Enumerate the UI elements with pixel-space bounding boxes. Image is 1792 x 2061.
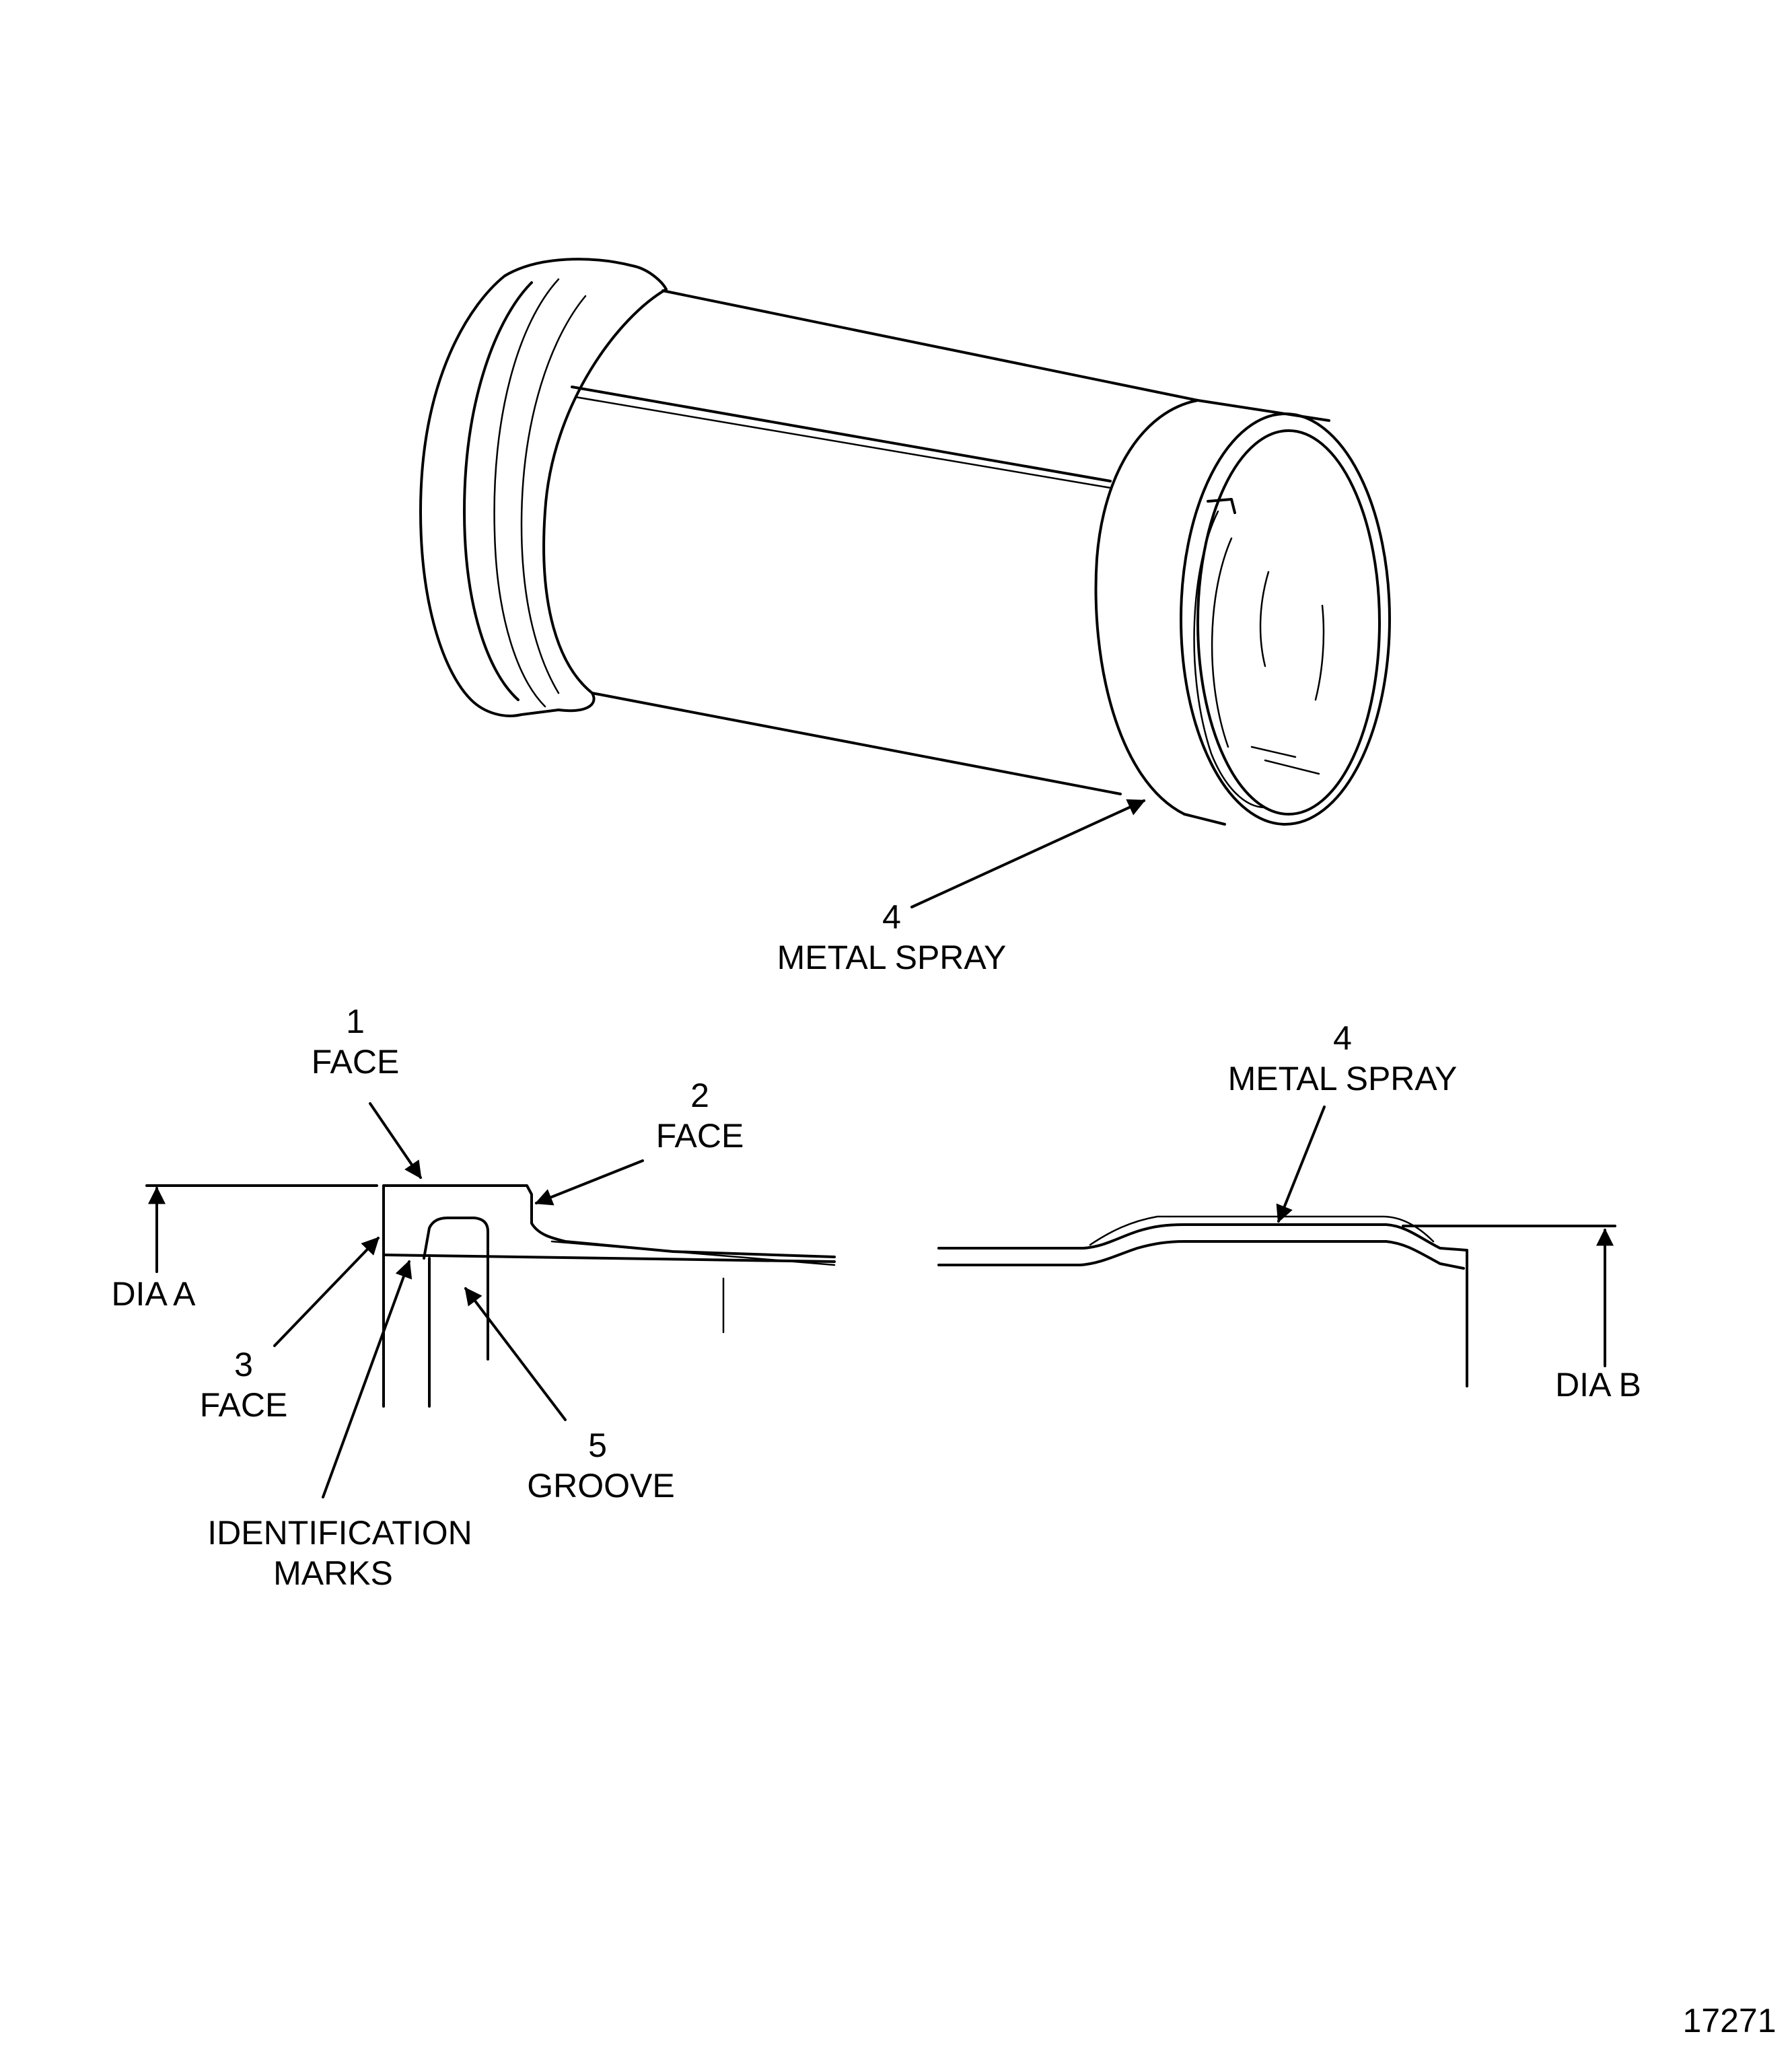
callout-groove: 5 GROOVE	[464, 1287, 675, 1505]
leader-arrow	[369, 1102, 422, 1180]
left-flange-inner-2	[493, 278, 560, 708]
right-end-opening-outer	[1180, 412, 1391, 826]
dia-b-label: DIA B	[1555, 1366, 1641, 1404]
interior-shade-1	[1259, 571, 1270, 667]
callout-line-2: MARKS	[273, 1554, 393, 1592]
callout-label: FACE	[656, 1117, 744, 1155]
right-end-opening-inner-2	[1211, 537, 1233, 748]
metal-spray-layer	[1089, 1215, 1435, 1246]
barrel-bottom-edge	[591, 692, 1122, 795]
callout-identification-marks: IDENTIFICATION MARKS	[207, 1260, 472, 1592]
callout-label: METAL SPRAY	[777, 939, 1007, 976]
callout-face-3: 3 FACE	[200, 1237, 380, 1424]
barrel-left-inner	[520, 295, 587, 694]
interior-shade-4	[1250, 746, 1297, 758]
left-flange-top	[503, 258, 668, 291]
callout-label: METAL SPRAY	[1228, 1060, 1458, 1097]
barrel-oil-groove	[571, 386, 1112, 482]
right-section-detail: DIA B	[937, 1215, 1641, 1404]
right-profile-bottom	[937, 1240, 1465, 1270]
callout-detail-metal-spray: 4 METAL SPRAY	[1228, 1019, 1458, 1223]
callout-number: 4	[1333, 1019, 1352, 1057]
right-end-opening-inner	[1193, 510, 1266, 809]
callout-face-2: 2 FACE	[534, 1077, 744, 1206]
callout-number: 5	[588, 1426, 607, 1464]
leader-arrow	[273, 1237, 380, 1347]
callout-face-1: 1 FACE	[312, 1003, 422, 1180]
callout-number: 3	[234, 1346, 253, 1383]
flange-base-line	[382, 1254, 836, 1263]
right-end-opening-mid	[1196, 429, 1381, 816]
barrel-oil-groove-2	[574, 396, 1112, 489]
callout-label: GROOVE	[527, 1467, 674, 1505]
callout-top-metal-spray: 4 METAL SPRAY	[777, 799, 1146, 976]
leader-arrow	[534, 1159, 644, 1206]
right-collar-band-bottom	[1183, 813, 1226, 826]
figure-number: 17271	[1682, 2002, 1776, 2039]
left-flange-inner	[463, 281, 533, 701]
right-collar-outer	[1094, 399, 1199, 816]
flange-profile	[382, 1184, 836, 1258]
left-flange-outer	[419, 275, 596, 717]
interior-shade-3	[1264, 759, 1320, 775]
callout-label: FACE	[200, 1386, 288, 1424]
leader-arrow	[910, 799, 1146, 908]
callout-line-1: IDENTIFICATION	[207, 1514, 472, 1552]
dia-a-label: DIA A	[111, 1275, 196, 1313]
leader-arrow	[322, 1260, 413, 1498]
leader-arrow	[464, 1287, 567, 1421]
callout-label: FACE	[312, 1043, 400, 1081]
barrel-top-edge	[661, 289, 1199, 402]
locking-tab-notch	[1207, 498, 1236, 514]
barrel-left-end	[542, 288, 668, 694]
right-profile-top	[937, 1223, 1468, 1273]
interior-shade-2	[1314, 604, 1325, 701]
callout-number: 4	[882, 898, 901, 936]
bearing-shell-illustration	[419, 258, 1391, 826]
leader-arrow	[1276, 1106, 1326, 1223]
callout-number: 1	[346, 1003, 365, 1040]
flange-taper-line	[550, 1240, 836, 1266]
callout-number: 2	[690, 1077, 709, 1114]
groove-profile	[423, 1217, 489, 1260]
left-section-detail: DIA A	[111, 1184, 836, 1408]
